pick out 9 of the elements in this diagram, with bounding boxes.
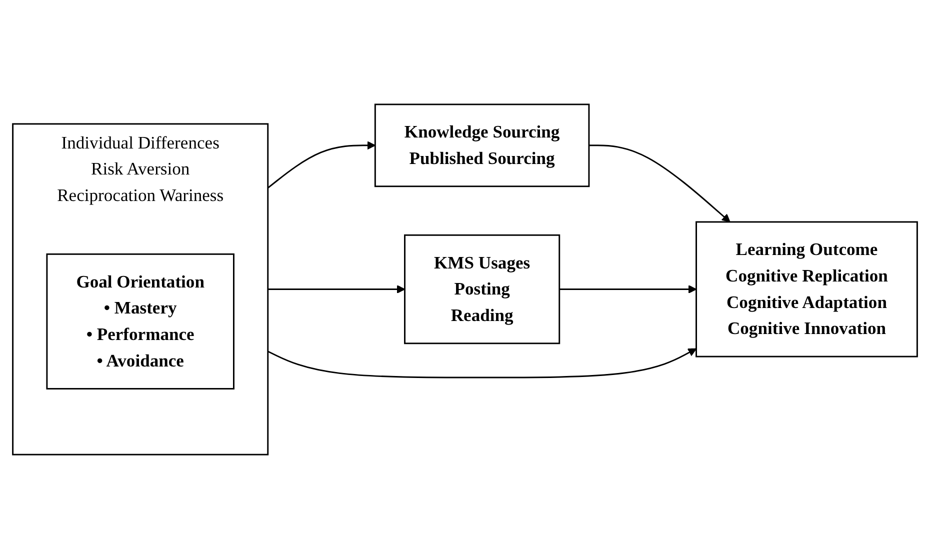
arrow xyxy=(268,348,697,378)
arrow xyxy=(268,284,406,294)
node-box: Knowledge Sourcing Published Sourcing xyxy=(374,104,590,188)
node-box: Learning Outcome Cognitive Replication Cognitive Adaptation Cognitive Innovation xyxy=(696,221,918,358)
node-box: Goal Orientation • Mastery • Performance • Avoidance xyxy=(46,253,234,390)
arrow xyxy=(559,284,697,294)
node-box: KMS Usages Posting Reading xyxy=(404,234,560,344)
arrow xyxy=(588,144,730,222)
arrow xyxy=(267,141,376,189)
